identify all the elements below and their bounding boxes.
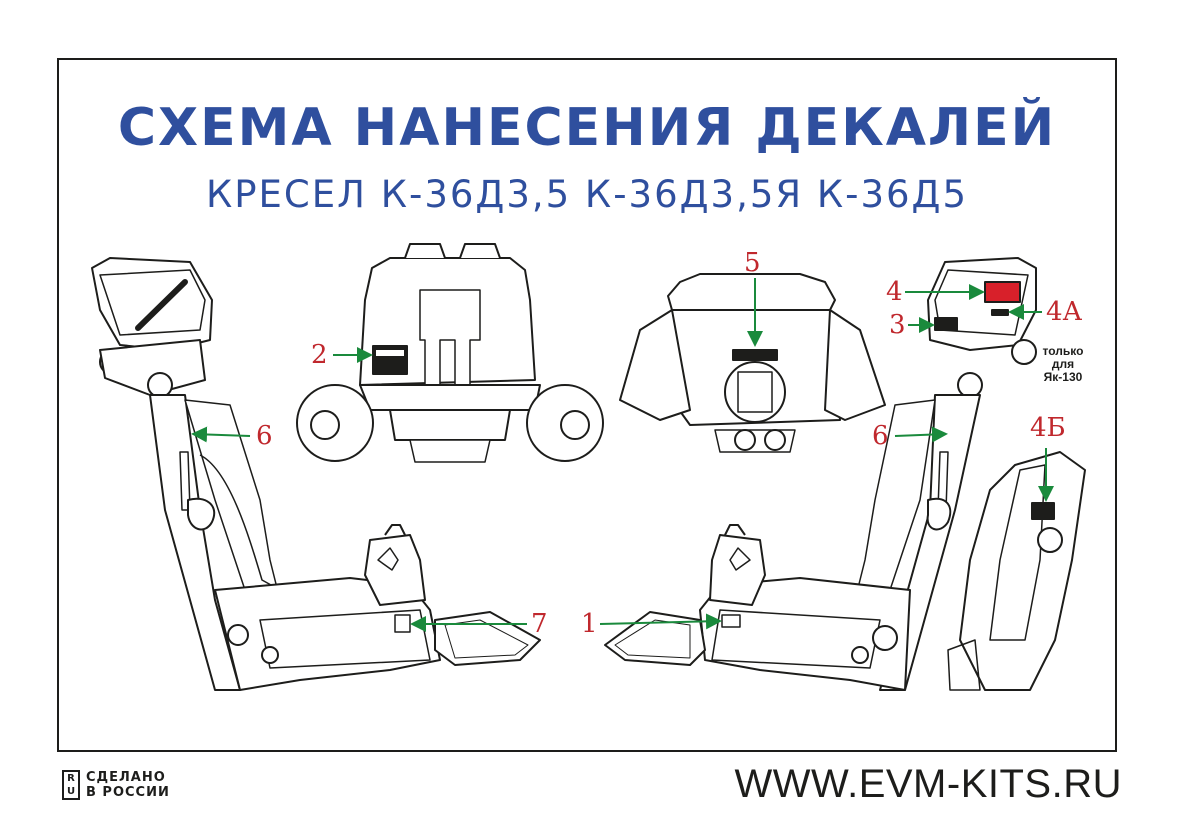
made-in-russia: СДЕЛАНО В РОССИИ: [86, 770, 170, 800]
title-line-2: КРЕСЕЛ К-36Д3,5 К-36Д3,5Я К-36Д5: [205, 173, 969, 216]
callout-2: 2: [311, 340, 328, 370]
decal-4b: [1031, 502, 1055, 520]
callout-7: 7: [531, 609, 548, 639]
note-line-3: Як-130: [1043, 370, 1083, 384]
decal-5: [732, 349, 778, 361]
leader-arrows: [191, 278, 1054, 632]
note-line-1: только: [1042, 344, 1084, 358]
arrow-6-left: [191, 426, 251, 443]
callout-4b: 4Б: [1030, 413, 1066, 443]
made-line-1: СДЕЛАНО: [86, 770, 166, 785]
note-line-2: для: [1051, 357, 1075, 371]
seat-left-side-view: [91, 257, 541, 691]
callout-6-right: 6: [872, 421, 889, 451]
badge-bottom: U: [66, 786, 76, 797]
decal-4-red: [984, 281, 1021, 303]
callout-6-left: 6: [256, 421, 273, 451]
seat-detail-view: [947, 451, 1086, 691]
title-line-1: СХЕМА НАНЕСЕНИЯ ДЕКАЛЕЙ: [117, 98, 1057, 158]
callout-4: 4: [886, 277, 903, 307]
callout-3: 3: [889, 310, 906, 340]
yak130-note: только для Як-130: [1028, 345, 1098, 384]
callout-5: 5: [744, 248, 761, 278]
callout-4a: 4А: [1046, 297, 1083, 327]
badge-top: R: [67, 773, 75, 784]
ru-badge: R U: [62, 770, 80, 800]
website-link[interactable]: WWW.EVM-KITS.RU: [734, 762, 1122, 806]
callout-1: 1: [581, 609, 598, 639]
diagram-frame: [57, 58, 1117, 752]
made-line-2: В РОССИИ: [86, 785, 170, 800]
seat-front-view: [296, 243, 604, 463]
arrow-1: [599, 613, 722, 630]
arrow-6-right: [894, 426, 948, 443]
seat-back-view: [619, 273, 886, 453]
seat-right-side-view: [604, 257, 1037, 691]
